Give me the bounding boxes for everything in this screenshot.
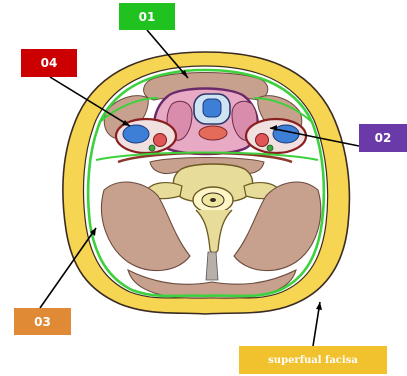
- label-04: 04: [21, 49, 77, 77]
- right-vagus-nerve: [267, 145, 273, 151]
- esophagus: [199, 126, 227, 140]
- label-03: 03: [14, 308, 71, 335]
- trachea-lumen: [203, 99, 221, 117]
- label-01: 01: [119, 3, 175, 30]
- left-vagus-nerve: [149, 145, 155, 151]
- right-carotid-artery: [256, 134, 269, 147]
- label-superficial-fascia: superfual facisa: [239, 346, 387, 374]
- spinal-cord-center: [210, 198, 216, 202]
- ligamentum-nuchae: [206, 252, 218, 280]
- label-02: 02: [359, 124, 407, 152]
- left-carotid-artery: [154, 134, 167, 147]
- left-internal-jugular-vein: [123, 125, 149, 143]
